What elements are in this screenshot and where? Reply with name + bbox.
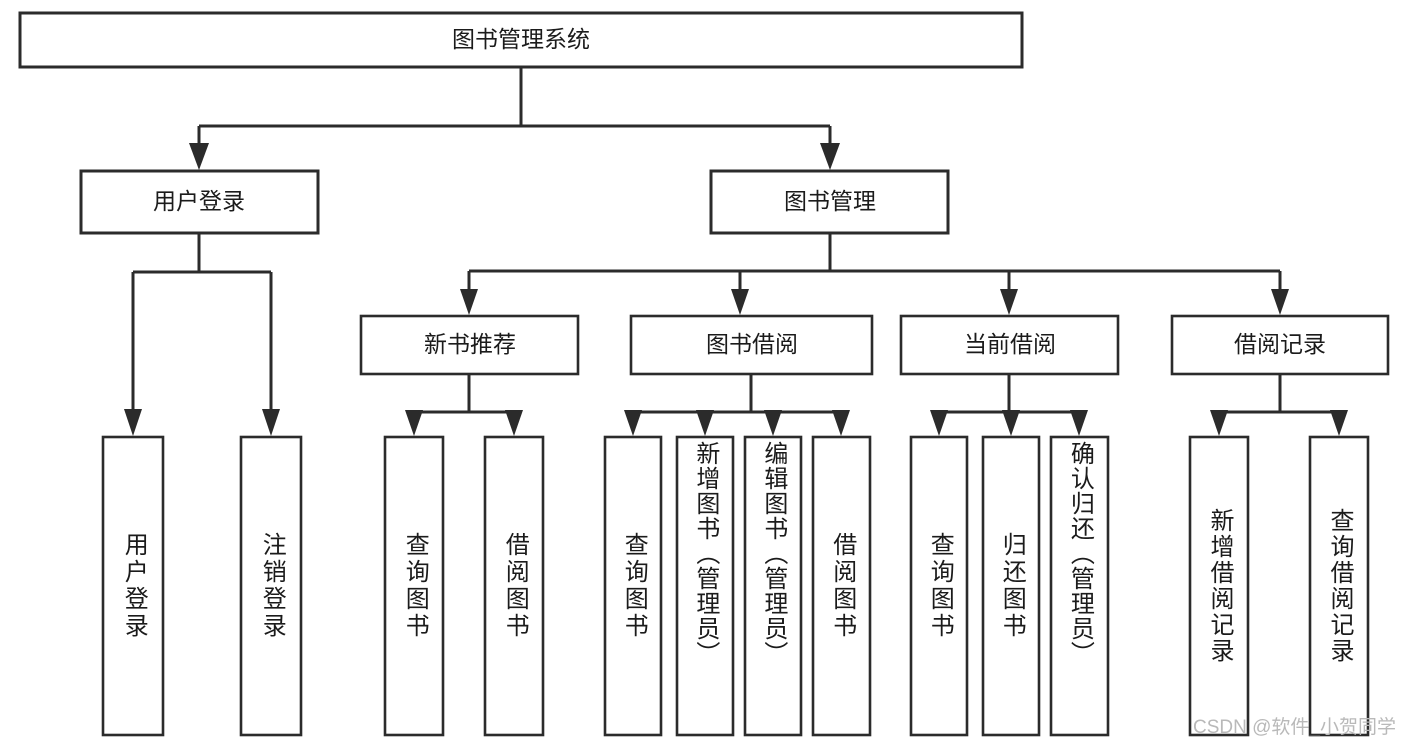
node-user-login[interactable]: 用户登录 [79, 169, 320, 235]
arrow-head-bookmgmt [820, 143, 840, 170]
node-book-management-label: 图书管理 [784, 188, 876, 214]
node-borrow-record[interactable]: 借阅记录 [1170, 314, 1390, 376]
node-leaf-query-book-3-text: 查询图书 [926, 532, 954, 640]
arrow-head-leaf-6 [696, 410, 714, 436]
leaf-label: 编辑图书（管理员） [759, 441, 787, 666]
node-leaf-query-borrow-record-box[interactable] [1308, 435, 1370, 737]
arrow-head-leaf-2 [262, 409, 280, 436]
node-leaf-user-login-box[interactable] [101, 435, 165, 737]
node-leaf-logout-box[interactable] [239, 435, 303, 737]
arrow-head-borrow [731, 289, 749, 315]
node-leaf-return-book-text: 归还图书 [998, 532, 1026, 640]
node-book-management[interactable]: 图书管理 [709, 169, 950, 235]
node-book-borrow-label: 图书借阅 [706, 331, 798, 357]
leaf-label: 新增借阅记录 [1205, 508, 1233, 664]
node-current-borrow-label: 当前借阅 [964, 331, 1056, 357]
node-book-management-box[interactable] [709, 169, 950, 235]
node-root-box[interactable] [18, 11, 1024, 69]
node-leaf-confirm-return-admin[interactable]: 确认归还（管理员） [1049, 435, 1110, 737]
leaf-label: 新增图书（管理员） [691, 441, 719, 666]
node-leaf-add-borrow-record-text: 新增借阅记录 [1205, 508, 1233, 664]
leaf-label: 归还图书 [998, 532, 1026, 640]
arrow-head-leaf-8 [832, 410, 850, 436]
arrow-head-leaf-3 [405, 410, 423, 436]
leaf-label: 查询图书 [926, 532, 954, 640]
arrow-head-leaf-4 [505, 410, 523, 436]
node-leaf-query-book-3-box[interactable] [909, 435, 969, 737]
arrow-head-newbook [460, 289, 478, 315]
node-leaf-query-book-3[interactable]: 查询图书 [909, 435, 969, 737]
arrow-head-leaf-9 [930, 410, 948, 436]
node-leaf-query-book-2-text: 查询图书 [620, 532, 648, 640]
arrow-head-leaf-7 [764, 410, 782, 436]
node-leaf-user-login-text: 用户登录 [120, 532, 148, 640]
node-leaf-query-book-1-box[interactable] [383, 435, 445, 737]
leaf-label: 查询图书 [401, 532, 429, 640]
node-leaf-confirm-return-admin-box[interactable] [1049, 435, 1110, 737]
leaf-label: 注销登录 [258, 532, 286, 640]
arrow-head-leaf-13 [1330, 410, 1348, 436]
node-leaf-query-borrow-record-text: 查询借阅记录 [1325, 508, 1353, 664]
node-leaf-return-book[interactable]: 归还图书 [981, 435, 1041, 737]
node-user-login-label: 用户登录 [153, 188, 245, 214]
node-leaf-query-book-2-box[interactable] [603, 435, 663, 737]
node-leaf-add-borrow-record[interactable]: 新增借阅记录 [1188, 435, 1250, 737]
node-leaf-query-borrow-record[interactable]: 查询借阅记录 [1308, 435, 1370, 737]
node-new-book-recommend-label: 新书推荐 [424, 331, 516, 357]
arrow-head-record [1271, 289, 1289, 315]
node-leaf-borrow-book-1-text: 借阅图书 [501, 532, 529, 640]
node-current-borrow-box[interactable] [899, 314, 1120, 376]
connector-layer [124, 67, 1348, 436]
node-leaf-logout[interactable]: 注销登录 [239, 435, 303, 737]
node-root-label: 图书管理系统 [452, 26, 590, 52]
node-leaf-add-book-admin[interactable]: 新增图书（管理员） [675, 435, 735, 737]
node-leaf-add-borrow-record-box[interactable] [1188, 435, 1250, 737]
node-borrow-record-label: 借阅记录 [1234, 331, 1326, 357]
node-leaf-query-book-1[interactable]: 查询图书 [383, 435, 445, 737]
node-leaf-query-book-1-text: 查询图书 [401, 532, 429, 640]
node-borrow-record-box[interactable] [1170, 314, 1390, 376]
arrow-head-leaf-11 [1070, 410, 1088, 436]
node-leaf-borrow-book-1-box[interactable] [483, 435, 545, 737]
arrow-head-leaf-12 [1210, 410, 1228, 436]
node-leaf-user-login[interactable]: 用户登录 [101, 435, 165, 737]
leaf-label: 借阅图书 [828, 532, 856, 640]
node-leaf-borrow-book-2-box[interactable] [811, 435, 872, 737]
node-leaf-confirm-return-admin-text: 确认归还（管理员） [1066, 441, 1094, 666]
node-leaf-add-book-admin-text: 新增图书（管理员） [691, 441, 719, 666]
node-user-login-box[interactable] [79, 169, 320, 235]
node-root[interactable]: 图书管理系统 [18, 11, 1024, 69]
node-book-borrow-box[interactable] [629, 314, 874, 376]
node-book-borrow[interactable]: 图书借阅 [629, 314, 874, 376]
node-new-book-recommend[interactable]: 新书推荐 [359, 314, 580, 376]
arrow-head-current [1000, 289, 1018, 315]
node-current-borrow[interactable]: 当前借阅 [899, 314, 1120, 376]
arrow-head-leaf-10 [1002, 410, 1020, 436]
node-leaf-edit-book-admin-box[interactable] [743, 435, 803, 737]
node-leaf-edit-book-admin[interactable]: 编辑图书（管理员） [743, 435, 803, 737]
node-new-book-recommend-box[interactable] [359, 314, 580, 376]
node-leaf-borrow-book-2-text: 借阅图书 [828, 532, 856, 640]
leaf-label: 查询图书 [620, 532, 648, 640]
csdn-watermark: CSDN @软件_小贺同学 [1193, 716, 1396, 738]
arrow-head-leaf-5 [624, 410, 642, 436]
node-leaf-edit-book-admin-text: 编辑图书（管理员） [759, 441, 787, 666]
node-leaf-add-book-admin-box[interactable] [675, 435, 735, 737]
node-leaf-logout-text: 注销登录 [258, 532, 286, 640]
node-leaf-borrow-book-2[interactable]: 借阅图书 [811, 435, 872, 737]
node-leaf-return-book-box[interactable] [981, 435, 1041, 737]
node-leaf-query-book-2[interactable]: 查询图书 [603, 435, 663, 737]
leaf-label: 查询借阅记录 [1325, 508, 1353, 664]
arrow-head-login [189, 143, 209, 170]
leaf-label: 用户登录 [120, 532, 148, 640]
leaf-label: 确认归还（管理员） [1066, 441, 1094, 666]
arrow-head-leaf-1 [124, 409, 142, 436]
leaf-label: 借阅图书 [501, 532, 529, 640]
node-leaf-borrow-book-1[interactable]: 借阅图书 [483, 435, 545, 737]
